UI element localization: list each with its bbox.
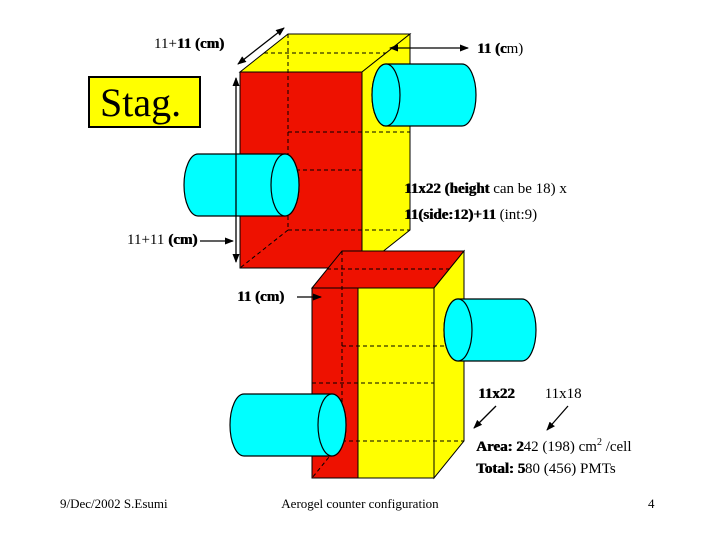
total-pmts-stat: Total: 580 (456) PMTs [476,461,616,478]
cell-size-options: 11x22 11x18 [478,386,582,403]
dim-value: 11 (cm) [237,289,285,305]
footer-title: Aerogel counter configuration [281,496,439,511]
dim-bottom-width-label: 11 (cm) [237,289,284,306]
stag-callout-box: Stag. [88,76,201,128]
depth-dim-arrow [237,27,285,65]
cells-pointer-arrow-2 [546,405,569,431]
footer-date-author: 9/Dec/2002 S.Esumi [60,496,168,511]
formula-line2-rest: (int:9) [495,207,538,223]
total-label: Total: 5 [476,461,526,477]
pmt-cylinder-upper-right [371,63,477,127]
area-label: Area: 2 [476,439,524,455]
pmt-rim [443,298,473,362]
lower-box-right-face [433,249,465,480]
cell-option-1: 11x22 [478,386,515,402]
formula-line2: 11(side:12)+11 (int:9) [404,202,567,228]
dim-value: 11+ [154,36,177,52]
pmt-cylinder-lower-right [443,298,537,362]
pmt-rim [317,393,347,457]
area-superscript: 2 [596,437,602,448]
area-tail: /cell [601,439,632,455]
cell-option-2: 11x18 [544,386,582,402]
dim-unit: (cm) [168,232,198,248]
dim-value: 11+11 [127,232,169,248]
configuration-formula: 11x22 (height can be 18) x 11(side:12)+1… [404,176,567,228]
area-per-cell-stat: Area: 242 (198) cm2 /cell [476,437,632,456]
total-value: 80 (456) PMTs [525,461,616,477]
formula-line2-bold: 11(side:12)+11 [404,207,496,223]
formula-line1: 11x22 (height can be 18) x [404,176,567,202]
dim-left-height-label: 11+11 (cm) [127,232,197,249]
formula-line1-bold: 11x22 (height [404,181,490,197]
footer-page-number: 4 [648,496,655,511]
dim-unit: m) [506,41,524,57]
area-value: 42 (198) cm [523,439,597,455]
pmt-cylinder-lower-left [229,393,347,457]
cells-pointer-arrow-1 [473,405,497,429]
dim-top-depth-label: 11+11 (cm) [154,36,224,53]
hidden-edge [239,229,289,269]
dim-top-width-label: 11 (cm) [477,41,523,58]
dim-unit: 11 (cm) [176,36,224,52]
pmt-rim [371,63,401,127]
pmt-cylinder-upper-left [183,153,300,217]
dimension-arrows [200,27,569,431]
pmt-rim [270,153,300,217]
formula-line1-rest: can be 18) x [489,181,567,197]
stag-text: Stag. [100,80,182,125]
dim-value: 11 (c [477,41,507,57]
